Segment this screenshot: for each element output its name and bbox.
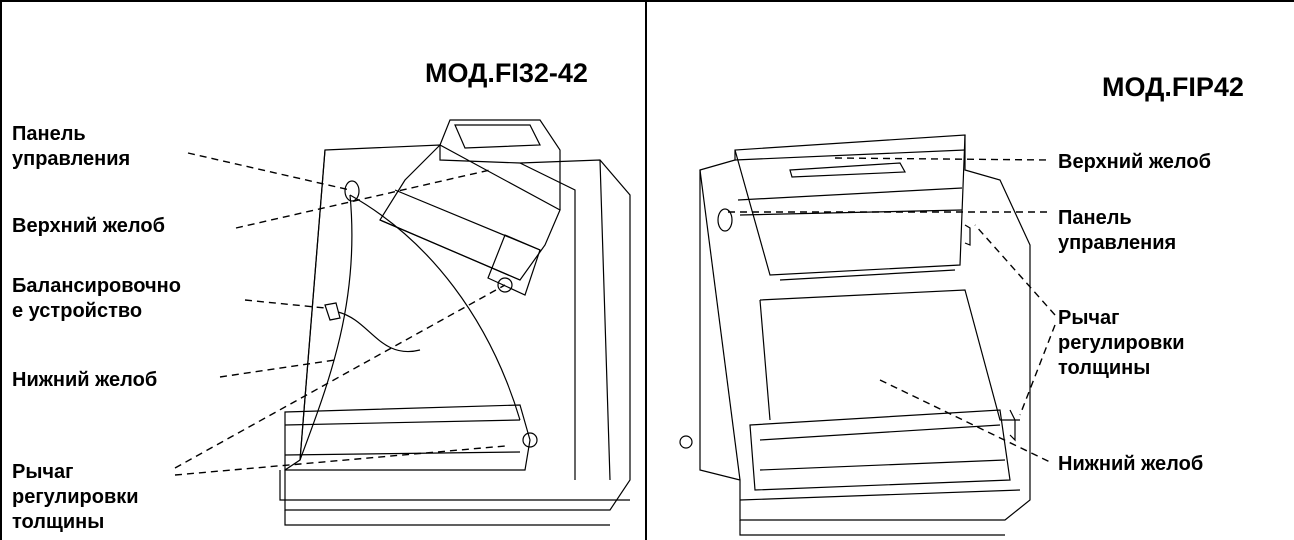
left-machine-illustration: [279, 119, 631, 526]
top-border: [0, 0, 1294, 2]
left-label-thickness-lever: Рычаг регулировки толщины: [12, 461, 139, 533]
right-label-control-panel: Панель управления: [1058, 207, 1177, 254]
left-label-lower-chute: Нижний желоб: [12, 369, 158, 391]
right-machine-illustration: [679, 134, 1031, 536]
left-label-control-panel: Панель управления: [12, 123, 131, 170]
left-border: [0, 0, 2, 540]
right-model-title: МОД.FIP42: [1102, 72, 1244, 102]
right-label-thickness-lever: Рычаг регулировки толщины: [1058, 307, 1185, 379]
left-label-upper-chute: Верхний желоб: [12, 215, 165, 237]
right-label-lower-chute: Нижний желоб: [1058, 453, 1204, 475]
panel-divider: [645, 0, 647, 540]
left-label-balancer: Балансировочно е устройство: [12, 275, 181, 322]
left-model-title: МОД.FI32-42: [425, 58, 588, 88]
right-label-upper-chute: Верхний желоб: [1058, 151, 1211, 173]
